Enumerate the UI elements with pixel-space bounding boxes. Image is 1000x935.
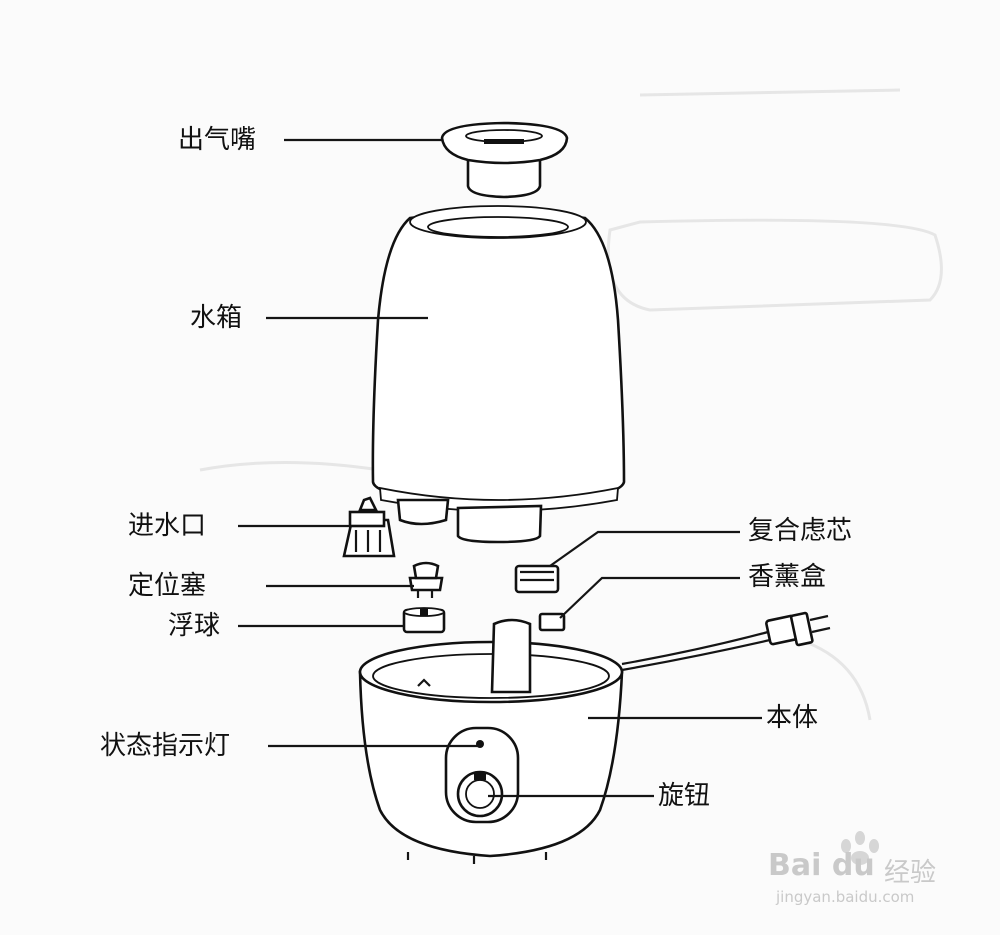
label-composite-filter: 复合虑芯: [748, 516, 853, 546]
watermark-product: 经验: [884, 858, 937, 888]
water-tank-part: [371, 205, 626, 544]
label-float-ball: 浮球: [168, 611, 221, 641]
watermark-url: jingyan.baidu.com: [776, 888, 915, 906]
leader-aroma-box: [559, 576, 740, 619]
outlet-nozzle-part: [440, 121, 569, 199]
float-ball-part: [402, 607, 446, 634]
label-water-tank: 水箱: [190, 303, 243, 333]
label-knob: 旋钮: [658, 781, 711, 811]
label-outlet-nozzle: 出气嘴: [178, 125, 257, 155]
power-cord-part: [621, 611, 831, 672]
main-body-part: [358, 618, 624, 864]
watermark-brand: Bai du: [768, 848, 875, 883]
background-print-through: [199, 88, 943, 721]
label-water-inlet: 进水口: [128, 511, 207, 541]
leader-lines: [238, 138, 762, 798]
label-main-body: 本体: [766, 703, 819, 733]
aroma-box-part: [538, 612, 566, 632]
water-inlet-part: [342, 496, 396, 558]
label-status-light: 状态指示灯: [100, 731, 231, 761]
label-positioning-plug: 定位塞: [128, 571, 207, 601]
composite-filter-part: [514, 564, 560, 594]
leader-composite-filter: [549, 530, 740, 567]
label-aroma-box: 香薰盒: [748, 562, 827, 592]
